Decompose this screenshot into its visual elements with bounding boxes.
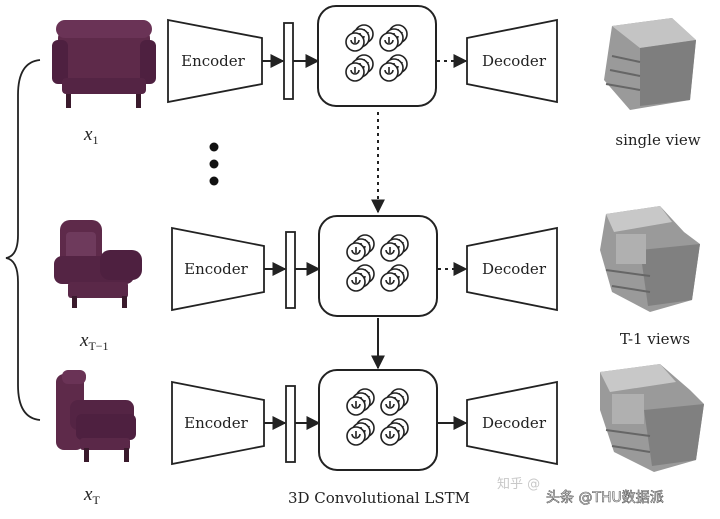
encoder-label-1: Encoder (181, 52, 246, 70)
lstm-caption: 3D Convolutional LSTM (288, 489, 470, 507)
output-voxel-image-3 (600, 364, 704, 472)
input-label-2: xT−1 (79, 330, 109, 353)
sequence-brace (5, 59, 41, 421)
lstm-block-2 (318, 215, 438, 317)
lstm-block-3 (318, 369, 438, 471)
decoder-2 (466, 226, 558, 312)
row-3: xT Encoder Decoder (56, 364, 704, 507)
row-2: xT−1 Encoder Decoder T-1 views (54, 206, 700, 353)
watermark-faded: 知乎 @ (497, 476, 540, 492)
input-chair-image-3 (56, 370, 136, 462)
output-label-1: single view (615, 131, 700, 149)
encoder-label-2: Encoder (184, 260, 249, 278)
ellipsis-dots (209, 142, 219, 186)
decoder-label-1: Decoder (482, 52, 547, 70)
decoder-1 (466, 18, 558, 104)
encoder-label-3: Encoder (184, 414, 249, 432)
decoder-label-2: Decoder (482, 260, 547, 278)
feature-vector-1 (283, 22, 294, 100)
output-voxel-image-2 (600, 206, 700, 312)
watermark-text: 头条 @THU数据派 (546, 489, 664, 506)
encoder-3 (171, 380, 265, 466)
decoder-3 (466, 380, 558, 466)
decoder-label-3: Decoder (482, 414, 547, 432)
output-label-2: T-1 views (620, 330, 690, 348)
input-chair-image-2 (54, 220, 142, 308)
encoder-1 (167, 18, 263, 104)
output-voxel-image-1 (604, 18, 696, 110)
input-label-3: xT (83, 484, 100, 507)
feature-vector-3 (285, 385, 296, 463)
input-label-1: x1 (83, 124, 98, 147)
row-1: x1 Encoder Decoder single view (52, 5, 701, 149)
encoder-2 (171, 226, 265, 312)
feature-vector-2 (285, 231, 296, 309)
lstm-block-1 (317, 5, 437, 107)
input-chair-image-1 (52, 20, 156, 108)
